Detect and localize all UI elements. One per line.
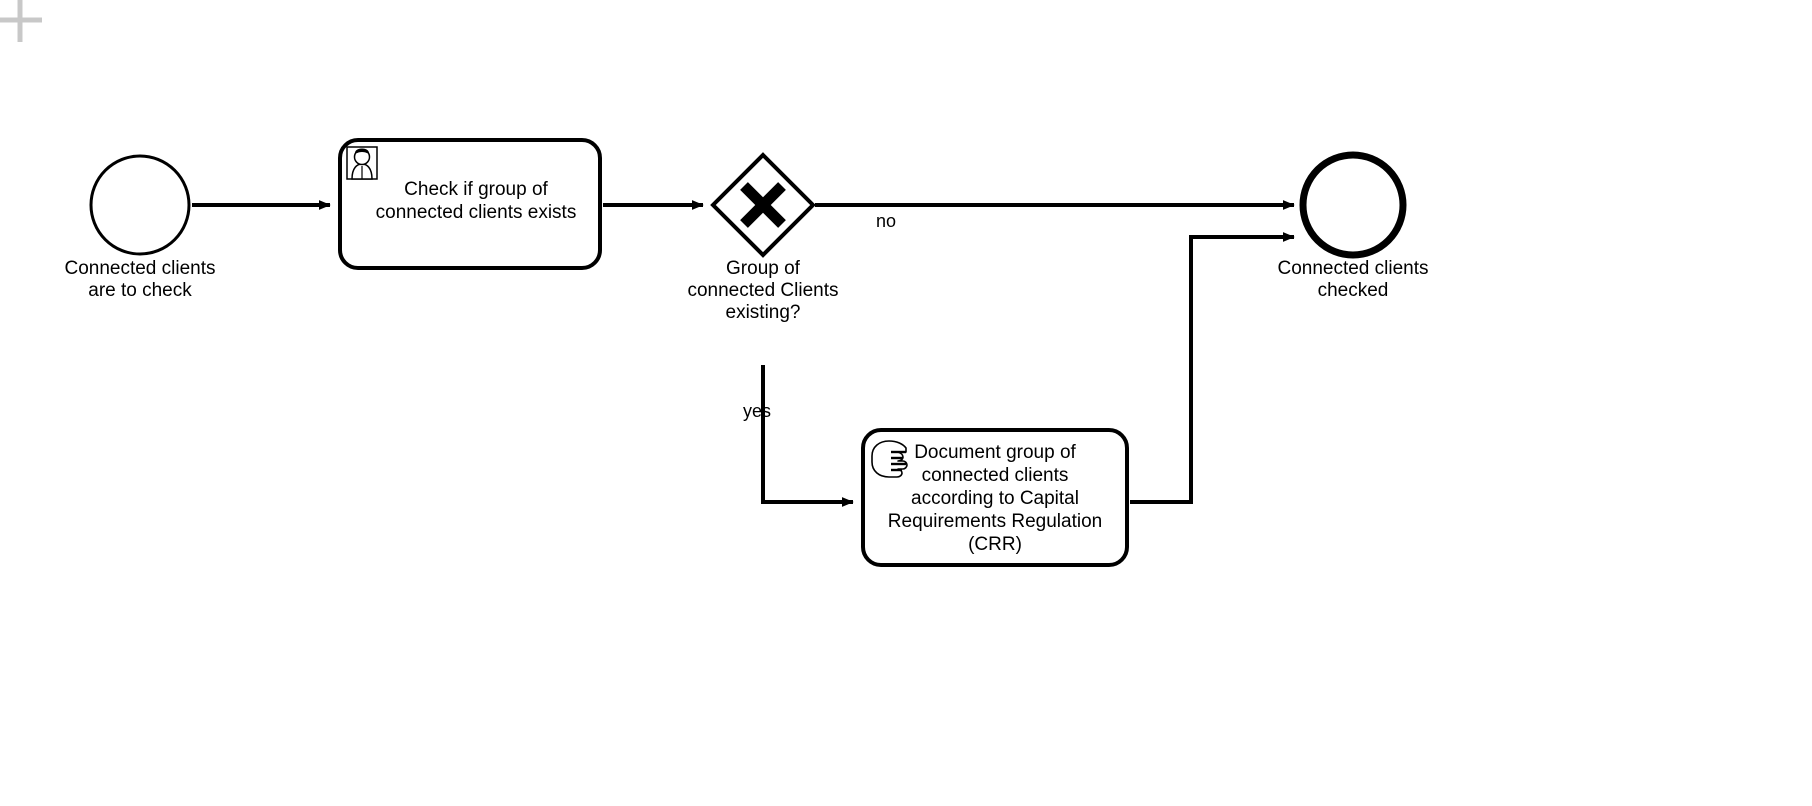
gateway-x-marker xyxy=(740,182,786,228)
manual-task-box[interactable] xyxy=(861,428,1129,567)
sequence-flow-gateway-yes-to-manual-task[interactable] xyxy=(761,365,854,507)
manual-task-label: Document group of connected clients acco… xyxy=(887,442,1103,555)
user-task-box[interactable] xyxy=(338,138,602,270)
user-icon xyxy=(346,146,378,180)
start-event-circle[interactable] xyxy=(89,154,191,256)
crosshair-registration-mark xyxy=(0,0,42,42)
sequence-flow-manual-task-to-end[interactable] xyxy=(1130,232,1295,504)
exclusive-gateway[interactable] xyxy=(710,152,816,258)
hand-icon xyxy=(871,440,908,478)
flow-label-yes: yes xyxy=(743,401,772,421)
flow-label-no: no xyxy=(876,211,897,231)
end-event-circle[interactable] xyxy=(1299,151,1407,259)
user-task-label: Check if group of connected clients exis… xyxy=(375,179,577,223)
